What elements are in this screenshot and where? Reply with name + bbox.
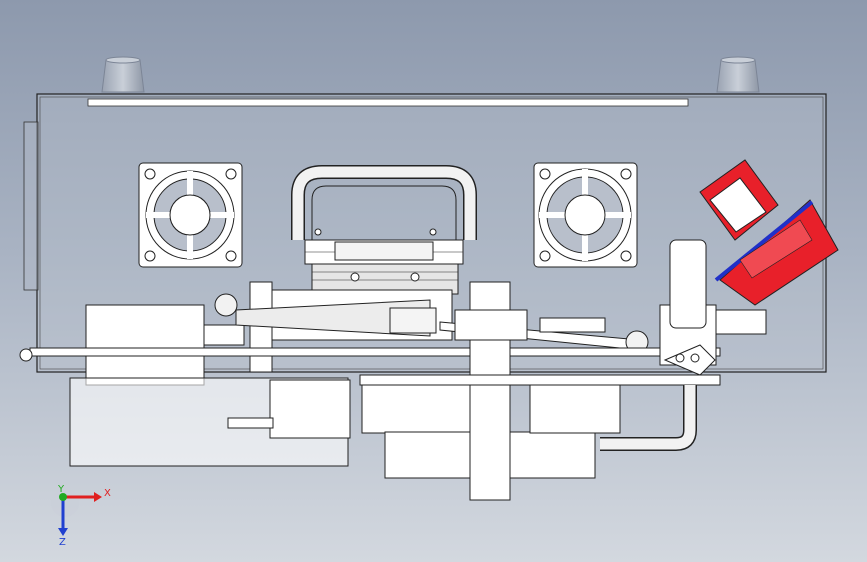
fan-right[interactable] (533, 162, 638, 268)
coolant-pipe[interactable] (600, 385, 697, 451)
red-connector[interactable] (699, 159, 839, 306)
z-axis-label: Z (59, 537, 66, 548)
fan-left[interactable] (138, 162, 243, 268)
motor-assembly[interactable] (69, 281, 721, 501)
y-axis-marker (59, 493, 67, 501)
carry-handle[interactable] (291, 165, 477, 295)
mount-boss-right (716, 56, 760, 93)
y-axis-label: Y (57, 484, 65, 495)
slide-rail[interactable] (19, 239, 767, 386)
coordinate-triad: X Y Z (51, 484, 111, 548)
x-axis-label: X (104, 488, 111, 499)
mount-boss-left (101, 56, 145, 93)
